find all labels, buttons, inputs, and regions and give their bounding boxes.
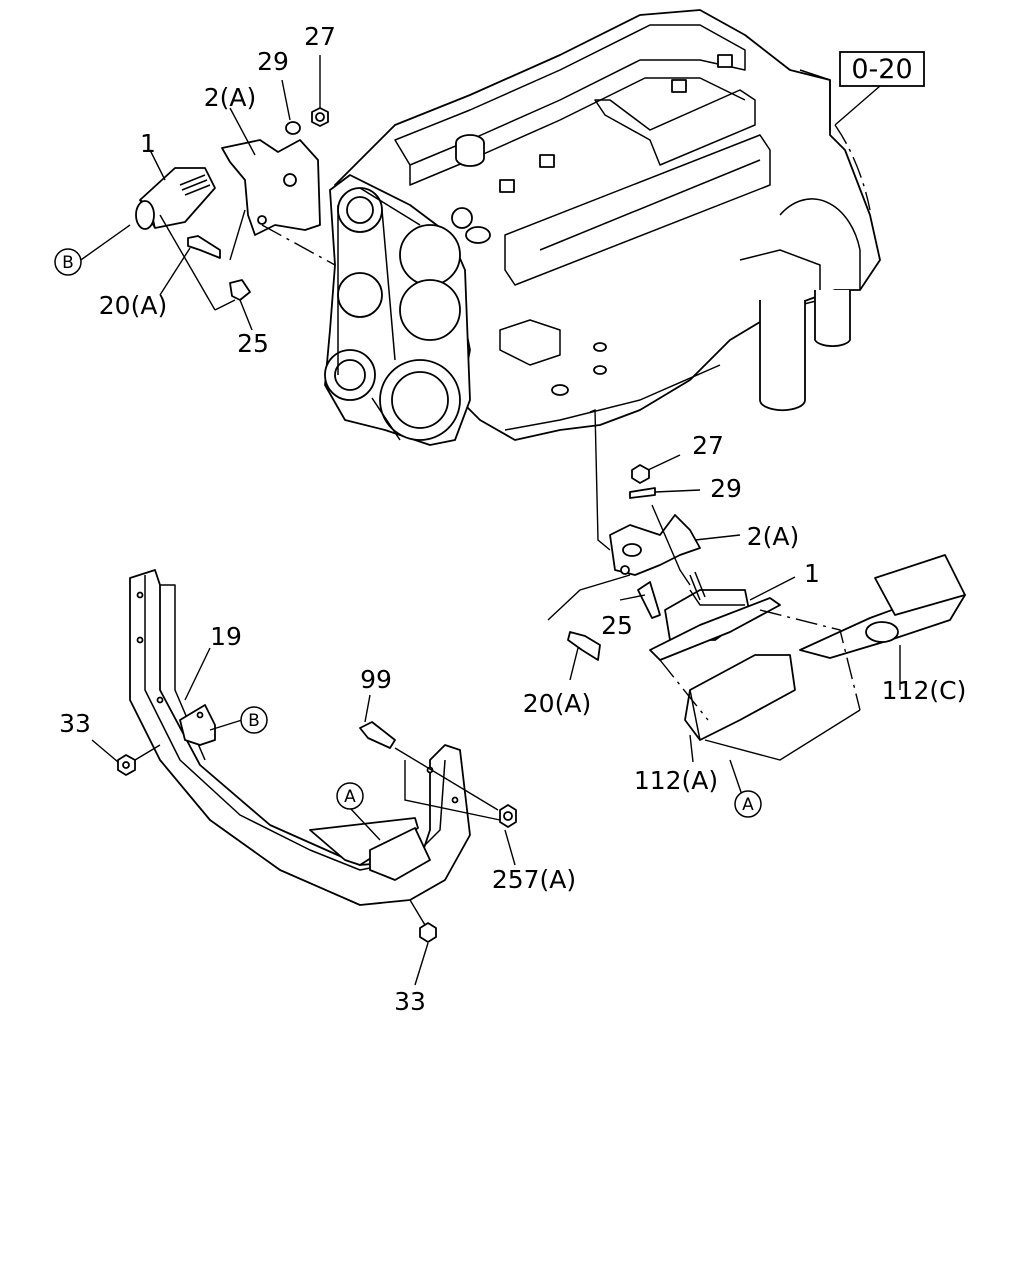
crossmember (129, 569, 471, 906)
bolt-20a-upper (187, 235, 221, 259)
callout-29-lower: 29 (710, 474, 742, 503)
callout-19: 19 (210, 622, 242, 651)
washer-lower (629, 487, 656, 499)
bolt-20a-lower (567, 631, 601, 661)
callout-labels: 1 2(A) 29 27 20(A) 25 27 29 2(A) 1 25 20… (59, 22, 966, 1016)
callout-99: 99 (360, 665, 392, 694)
callout-2a-upper: 2(A) (204, 83, 257, 112)
washer-upper (285, 121, 301, 135)
bolt-99 (359, 721, 396, 749)
callout-2a-lower: 2(A) (747, 522, 800, 551)
lower-right-mount-group (547, 408, 966, 796)
callout-29-upper: 29 (257, 47, 289, 76)
circle-marker-b-crossmember: B (248, 711, 260, 731)
callout-1-upper: 1 (140, 129, 156, 158)
callout-257a: 257(A) (492, 865, 576, 894)
circle-reference-markers: B B A A (54, 248, 762, 818)
engine-assembly (324, 9, 881, 446)
engine-bracket-upper (221, 139, 321, 236)
callout-112c: 112(C) (882, 676, 967, 705)
reference-box-text: 0-20 (851, 54, 912, 85)
callout-20a-lower: 20(A) (523, 689, 591, 718)
bolt-25-lower (637, 581, 661, 619)
callout-33-bottom: 33 (394, 987, 426, 1016)
callout-1-lower: 1 (804, 559, 820, 588)
nut-33-bottom (419, 922, 437, 943)
callout-25-upper: 25 (237, 329, 269, 358)
callout-112a: 112(A) (634, 766, 718, 795)
crossmember-group (91, 569, 517, 986)
callout-33-left: 33 (59, 709, 91, 738)
nut-lower (631, 464, 650, 484)
upper-left-mount-group (77, 55, 336, 331)
heat-shield-112a (684, 654, 796, 741)
callout-27-lower: 27 (692, 431, 724, 460)
circle-marker-b-upper: B (62, 253, 74, 273)
reference-box: 0-20 (834, 51, 925, 211)
callout-27-upper: 27 (304, 22, 336, 51)
bolt-25-upper (229, 279, 251, 301)
circle-marker-a-shield: A (742, 795, 754, 815)
circle-marker-a-crossmember: A (344, 787, 356, 807)
callout-20a-upper: 20(A) (99, 291, 167, 320)
callout-25-lower: 25 (601, 611, 633, 640)
